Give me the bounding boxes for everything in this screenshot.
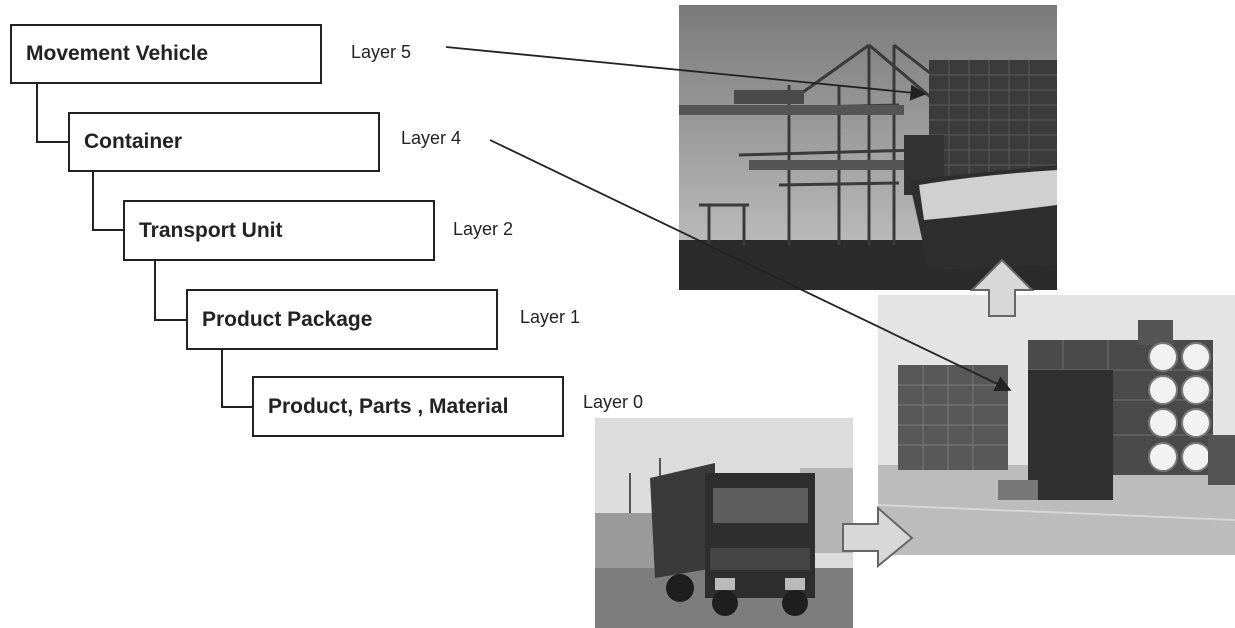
truck-photo [595, 418, 853, 628]
container-yard-photo [878, 295, 1235, 555]
ship-photo [679, 5, 1057, 290]
box-container: Container [68, 112, 380, 172]
box-transport-unit: Transport Unit [123, 200, 435, 261]
box-product-parts-material: Product, Parts , Material [252, 376, 564, 437]
layer-label-4: Layer 4 [401, 128, 462, 148]
layer-label-1: Layer 1 [520, 307, 581, 327]
connector-1-0 [221, 350, 254, 408]
layer-label-5: Layer 5 [351, 42, 412, 62]
box-product-package: Product Package [186, 289, 498, 350]
connector-2-1 [154, 261, 188, 321]
layer-label-2: Layer 2 [453, 219, 514, 239]
connector-5-4 [36, 84, 70, 143]
box-movement-vehicle: Movement Vehicle [10, 24, 322, 84]
layer-label-0: Layer 0 [583, 392, 644, 412]
connector-4-2 [92, 172, 125, 231]
